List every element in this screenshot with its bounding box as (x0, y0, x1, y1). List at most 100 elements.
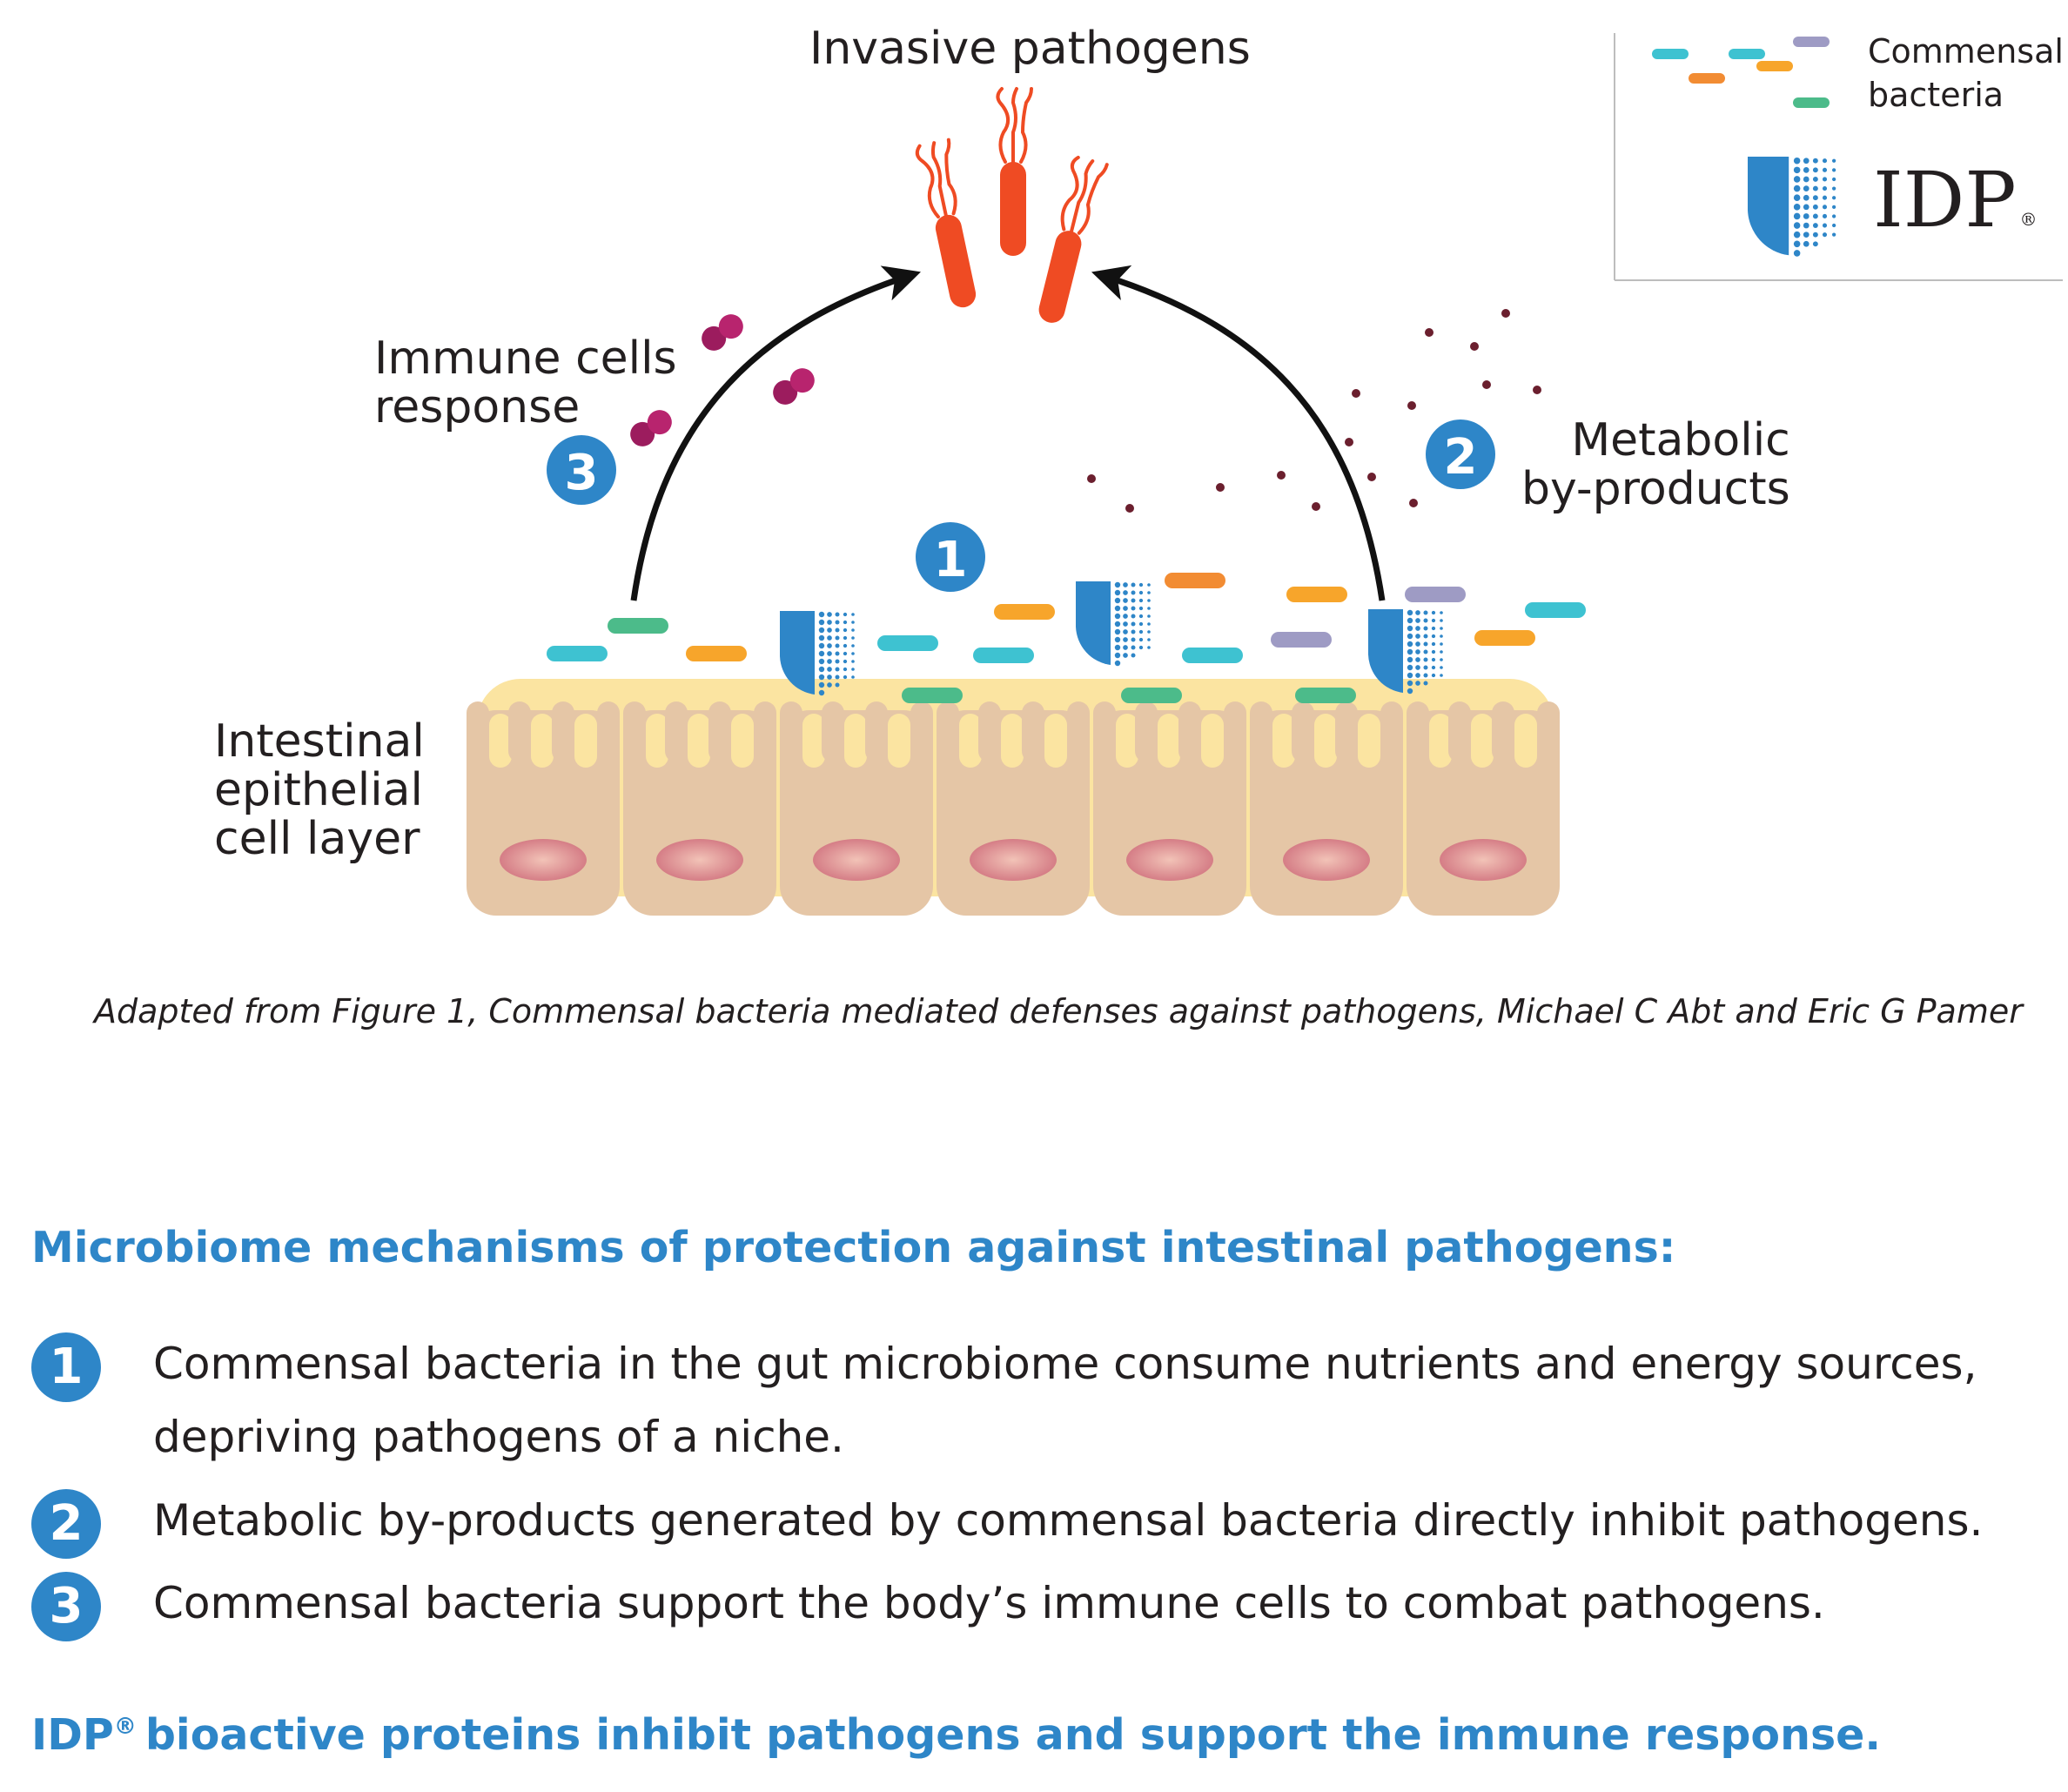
shield-dot (1812, 185, 1818, 191)
commensal-bacterium (902, 688, 963, 703)
legend-box (1614, 33, 2063, 281)
shield-dot (1147, 638, 1151, 641)
microvillus (1250, 701, 1272, 762)
microvillus-gap (1272, 714, 1295, 768)
byproduct-particle (1470, 342, 1479, 351)
pathogen-flagellum (930, 141, 948, 218)
legend-label-line-1: Commensal (1868, 32, 2064, 70)
microvillus (1292, 701, 1314, 762)
pathogen-body (1038, 231, 1082, 323)
shield-dot (818, 611, 825, 618)
cell-nucleus (656, 839, 743, 881)
shield-dot (1822, 205, 1828, 210)
legend-bacterium (1729, 49, 1765, 59)
shield-dot (835, 612, 840, 617)
epithelial-cell (467, 701, 620, 916)
legend-label-line-2: bacteria (1868, 76, 2004, 114)
immune-cell (702, 314, 743, 351)
microvillus (1224, 701, 1246, 762)
shield-dot (1123, 590, 1128, 595)
microvillus-gap (1471, 714, 1494, 768)
shield-dot (1440, 642, 1443, 646)
badge-3: 3 (547, 435, 616, 505)
shield-dot (1440, 619, 1443, 622)
pathogen-flagellum (1070, 159, 1095, 233)
shield-dot (1123, 621, 1128, 627)
shield-dot (851, 613, 855, 616)
commensal-bacterium (1165, 573, 1225, 588)
mechanism-badge-3: 3 (31, 1572, 101, 1641)
microvillus-gap (1044, 714, 1067, 768)
legend-idp-label: IDP® (1873, 157, 2038, 244)
invasive-pathogens-label: Invasive pathogens (809, 23, 1251, 75)
microvillus (910, 701, 933, 762)
microvillus-gap (646, 714, 668, 768)
commensal-bacterium (1525, 602, 1586, 618)
epithelial-cell (1093, 701, 1246, 916)
shield-dot (1138, 606, 1144, 611)
shield-dot (1415, 673, 1420, 678)
shield-dot (1822, 177, 1828, 182)
shield-dot (1793, 204, 1801, 211)
shield-dot (1407, 633, 1413, 640)
shield-dot (1131, 598, 1136, 603)
figure-caption: Adapted from Figure 1, Commensal bacteri… (94, 992, 2023, 1030)
shield-dot (1423, 626, 1428, 631)
metabolic-byproducts-arrow (1091, 265, 1386, 601)
shield-body (1368, 609, 1403, 693)
shield-dot (1147, 607, 1151, 610)
commensal-bacterium (1474, 630, 1535, 646)
shield-dot (1822, 213, 1828, 218)
shield-dot (835, 675, 840, 680)
shield-dot (1138, 621, 1144, 627)
shield-dot (851, 644, 855, 648)
microvillus (1135, 701, 1158, 762)
microvillus (1380, 701, 1403, 762)
shield-dot (1812, 167, 1818, 173)
shield-dot (1812, 223, 1818, 229)
shield-dot (1440, 650, 1443, 654)
immune-cells (630, 314, 815, 446)
byproduct-particle (1501, 309, 1510, 318)
shield-dot (1123, 598, 1128, 603)
shield-dot (1822, 195, 1828, 200)
byproduct-particle (1533, 386, 1541, 394)
shield-dot (818, 627, 825, 634)
byproduct-particle (1345, 438, 1353, 446)
shield-dot (1803, 232, 1810, 238)
commensal-bacterium (608, 618, 668, 634)
shield-dot (1415, 641, 1420, 647)
shield-dot (827, 635, 832, 641)
shield-dot (1123, 645, 1128, 650)
badge-1-number: 1 (934, 532, 968, 588)
shield-dot (835, 682, 840, 688)
byproduct-particle (1277, 471, 1286, 480)
cell-nucleus (813, 839, 900, 881)
shield-dot (1131, 629, 1136, 634)
epithelial-cell (623, 701, 776, 916)
byproduct-particle (1425, 328, 1434, 337)
shield-dot (1812, 204, 1818, 210)
shield-body (1748, 157, 1789, 256)
shield-dot (1822, 167, 1828, 172)
shield-dot (827, 628, 832, 633)
mechanism-badge-1: 1 (31, 1332, 101, 1402)
shield-dot (1831, 223, 1836, 228)
epithelial-cells (467, 701, 1560, 916)
shield-dot (1138, 629, 1144, 634)
shield-dot (843, 643, 848, 648)
mechanism-diagram: 1 2 3 (467, 33, 2063, 916)
shield-dot (1812, 177, 1818, 182)
metabolic-label-line-2: by-products (1521, 463, 1790, 515)
shield-dot (1415, 649, 1420, 654)
shield-dot (1822, 223, 1828, 228)
microvillus-gap (844, 714, 867, 768)
byproduct-particle (1352, 389, 1360, 398)
shield-dot (851, 660, 855, 663)
shield-dot (818, 658, 825, 665)
shield-dot (1812, 158, 1818, 164)
shield-dot (1423, 657, 1428, 662)
shield-dot (1803, 213, 1810, 219)
shield-dot (843, 659, 848, 664)
shield-dot (827, 612, 832, 617)
